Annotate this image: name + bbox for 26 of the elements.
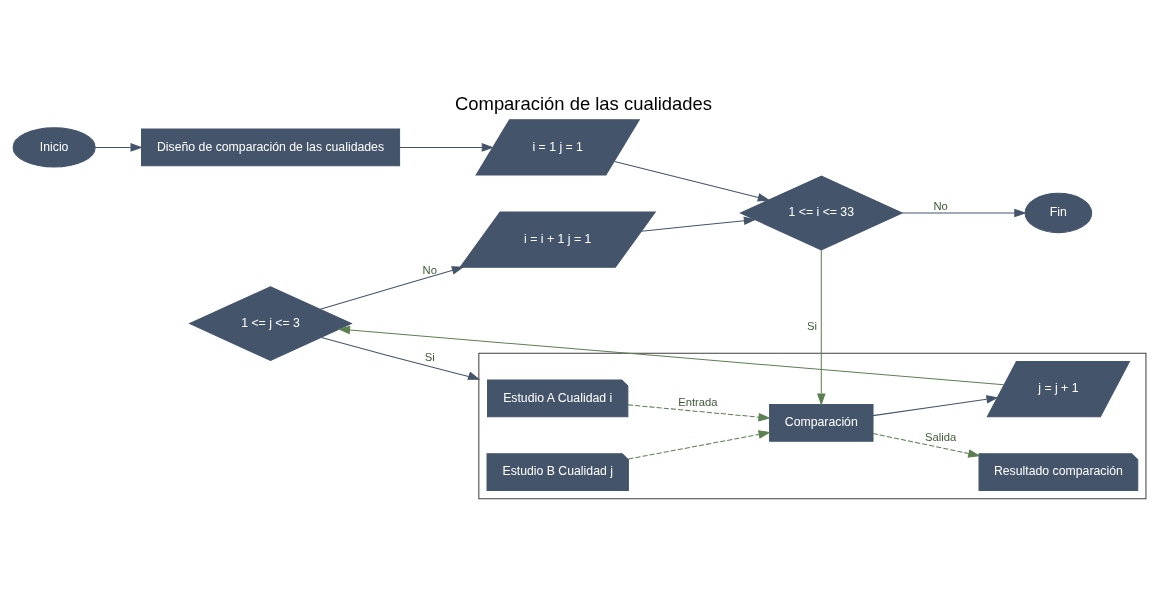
node-diamond: 1 <= i <= 33 (739, 175, 904, 250)
node-box: Diseño de comparación de las cualidades (141, 128, 401, 166)
arrow (320, 336, 481, 380)
arrow (614, 160, 771, 202)
arrow (627, 429, 771, 459)
node-ellipse: Fin (1024, 192, 1093, 233)
edge-label: Si (807, 319, 818, 332)
cluster (478, 352, 1147, 499)
arrow (399, 142, 495, 152)
arrow (872, 394, 999, 416)
edge-label: Salida (924, 430, 957, 443)
arrow (337, 325, 1005, 385)
diagram-title: Comparación de las cualidades (454, 92, 713, 114)
arrow (640, 215, 757, 232)
edge-label: No (933, 199, 948, 212)
edge-label: Entrada (678, 395, 718, 408)
arrow (817, 249, 826, 406)
arrow (901, 208, 1027, 217)
arrow (319, 265, 465, 310)
arrow (627, 403, 771, 421)
arrow (872, 432, 981, 458)
edge-label: Si (424, 350, 435, 363)
node-box: Comparación (769, 403, 874, 442)
arrow (94, 142, 143, 152)
edge-label: No (422, 263, 437, 276)
node-ellipse: Inicio (12, 126, 96, 168)
